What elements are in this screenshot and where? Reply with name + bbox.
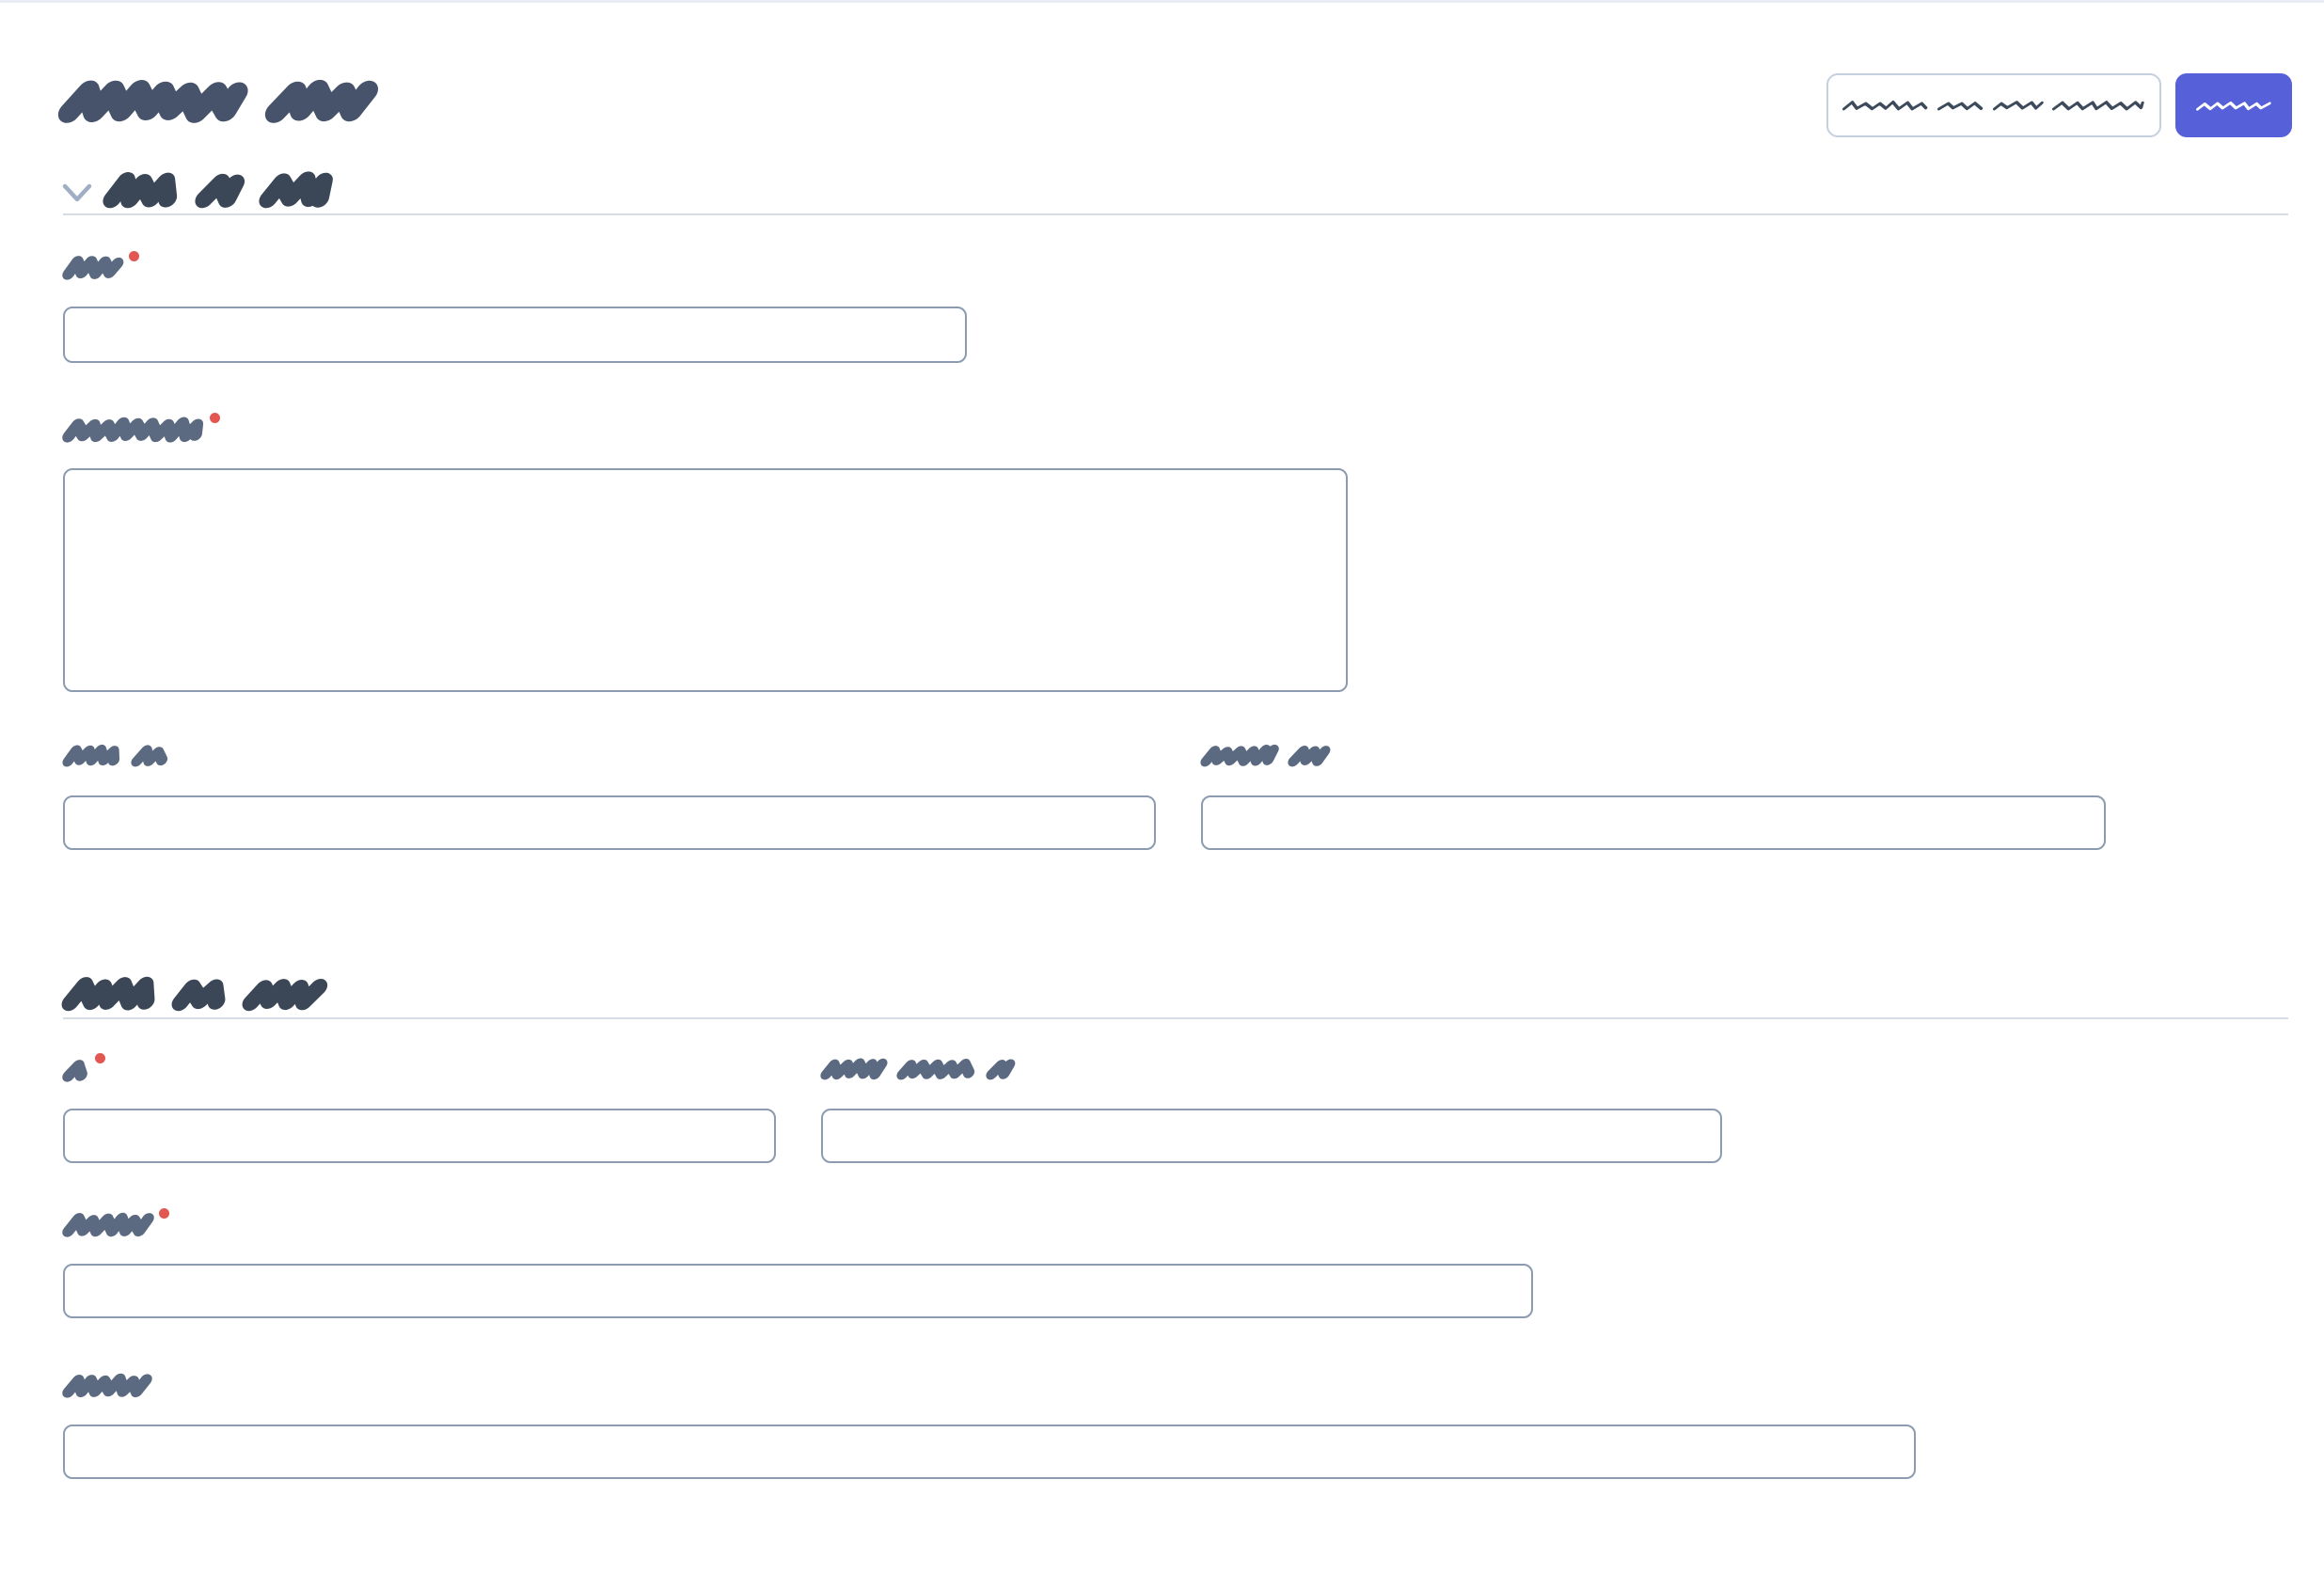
required-dot [210,413,220,423]
field-7-label-scribble [62,1212,154,1237]
field-2 [62,413,1348,692]
chevron-down-icon[interactable] [62,183,92,203]
page-top-border [0,0,2324,3]
page-title [57,79,378,123]
field-1-input[interactable] [63,307,967,363]
field-8-input[interactable] [63,1424,1916,1479]
field-3-input[interactable] [63,795,1156,850]
field-5 [62,1053,776,1163]
field-6-label [820,1058,1722,1082]
field-7-label [62,1208,1533,1237]
field-3-label [62,744,1156,769]
required-dot [95,1053,105,1063]
field-5-label-scribble [62,1060,89,1082]
field-4-label [1200,744,2106,769]
search-input[interactable] [1826,73,2161,137]
field-4-input[interactable] [1201,795,2106,850]
submit-button-label-scribble [2196,99,2271,113]
field-4 [1200,744,2106,850]
section-1-header[interactable] [62,171,333,209]
field-7-input[interactable] [63,1264,1533,1318]
field-2-textarea[interactable] [63,468,1348,692]
section-1-title-scribble [103,171,333,209]
search-placeholder-scribble [1842,98,2144,113]
field-3 [62,744,1156,850]
field-2-label [62,413,1348,443]
field-1 [62,251,967,363]
section-2-title-scribble [61,976,328,1012]
section-2-divider [63,1017,2288,1019]
field-6 [820,1058,1722,1163]
section-2-header [61,976,328,1012]
field-8 [62,1373,1916,1479]
field-5-label [62,1053,776,1082]
field-1-label-scribble [62,256,124,280]
section-1-divider [63,213,2288,215]
required-dot [129,251,139,261]
field-2-label-scribble [62,417,204,443]
field-7 [62,1208,1533,1318]
field-6-input[interactable] [821,1109,1722,1163]
field-4-label-scribble [1200,744,1331,767]
field-8-label-scribble [62,1373,152,1398]
field-5-input[interactable] [63,1109,776,1163]
field-3-label-scribble [62,744,169,767]
field-1-label [62,251,967,280]
submit-button[interactable] [2175,73,2292,137]
field-8-label [62,1373,1916,1398]
field-6-label-scribble [820,1058,1016,1080]
required-dot [159,1208,169,1219]
